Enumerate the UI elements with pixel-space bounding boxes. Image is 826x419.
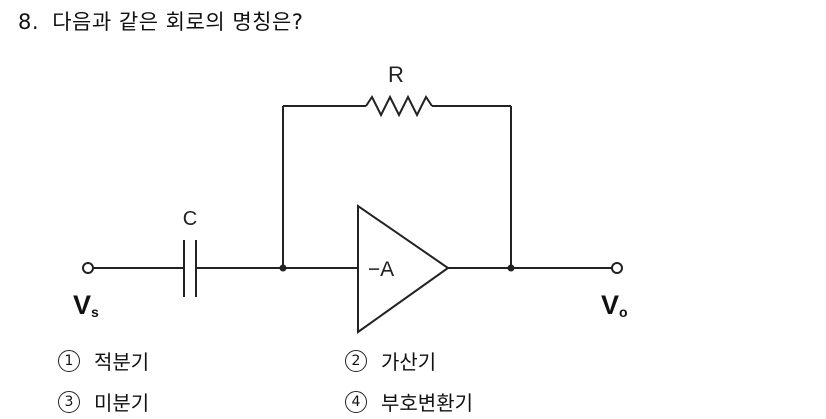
choice-3-mark: 3 bbox=[58, 390, 80, 413]
resistor bbox=[365, 94, 433, 118]
choice-4-text: 부호변환기 bbox=[381, 391, 473, 415]
question-number: 8. bbox=[18, 10, 40, 34]
choice-3[interactable]: 3 미분기 bbox=[58, 387, 149, 416]
question-text: 다음과 같은 회로의 명칭은? bbox=[52, 10, 304, 34]
junction-left bbox=[279, 264, 287, 272]
choice-1[interactable]: 1 적분기 bbox=[58, 346, 149, 375]
amplifier-triangle bbox=[357, 204, 450, 334]
junction-right bbox=[507, 264, 515, 272]
resistor-label: R bbox=[388, 62, 404, 87]
choice-3-text: 미분기 bbox=[94, 391, 150, 415]
choice-2-mark: 2 bbox=[345, 349, 367, 372]
input-terminal bbox=[82, 262, 94, 274]
choice-4-mark: 4 bbox=[345, 390, 367, 413]
capacitor bbox=[183, 240, 197, 297]
choice-2[interactable]: 2 가산기 bbox=[345, 346, 436, 375]
choice-4[interactable]: 4 부호변환기 bbox=[345, 387, 473, 416]
input-label: Vs bbox=[73, 290, 99, 320]
output-label: Vo bbox=[601, 290, 628, 320]
question-title: 8. 다음과 같은 회로의 명칭은? bbox=[18, 6, 303, 36]
choice-2-text: 가산기 bbox=[381, 350, 437, 374]
choice-1-mark: 1 bbox=[58, 349, 80, 372]
capacitor-label: C bbox=[183, 208, 197, 230]
output-terminal bbox=[611, 262, 623, 274]
choice-1-text: 적분기 bbox=[94, 350, 150, 374]
amplifier-label: −A bbox=[368, 258, 394, 281]
